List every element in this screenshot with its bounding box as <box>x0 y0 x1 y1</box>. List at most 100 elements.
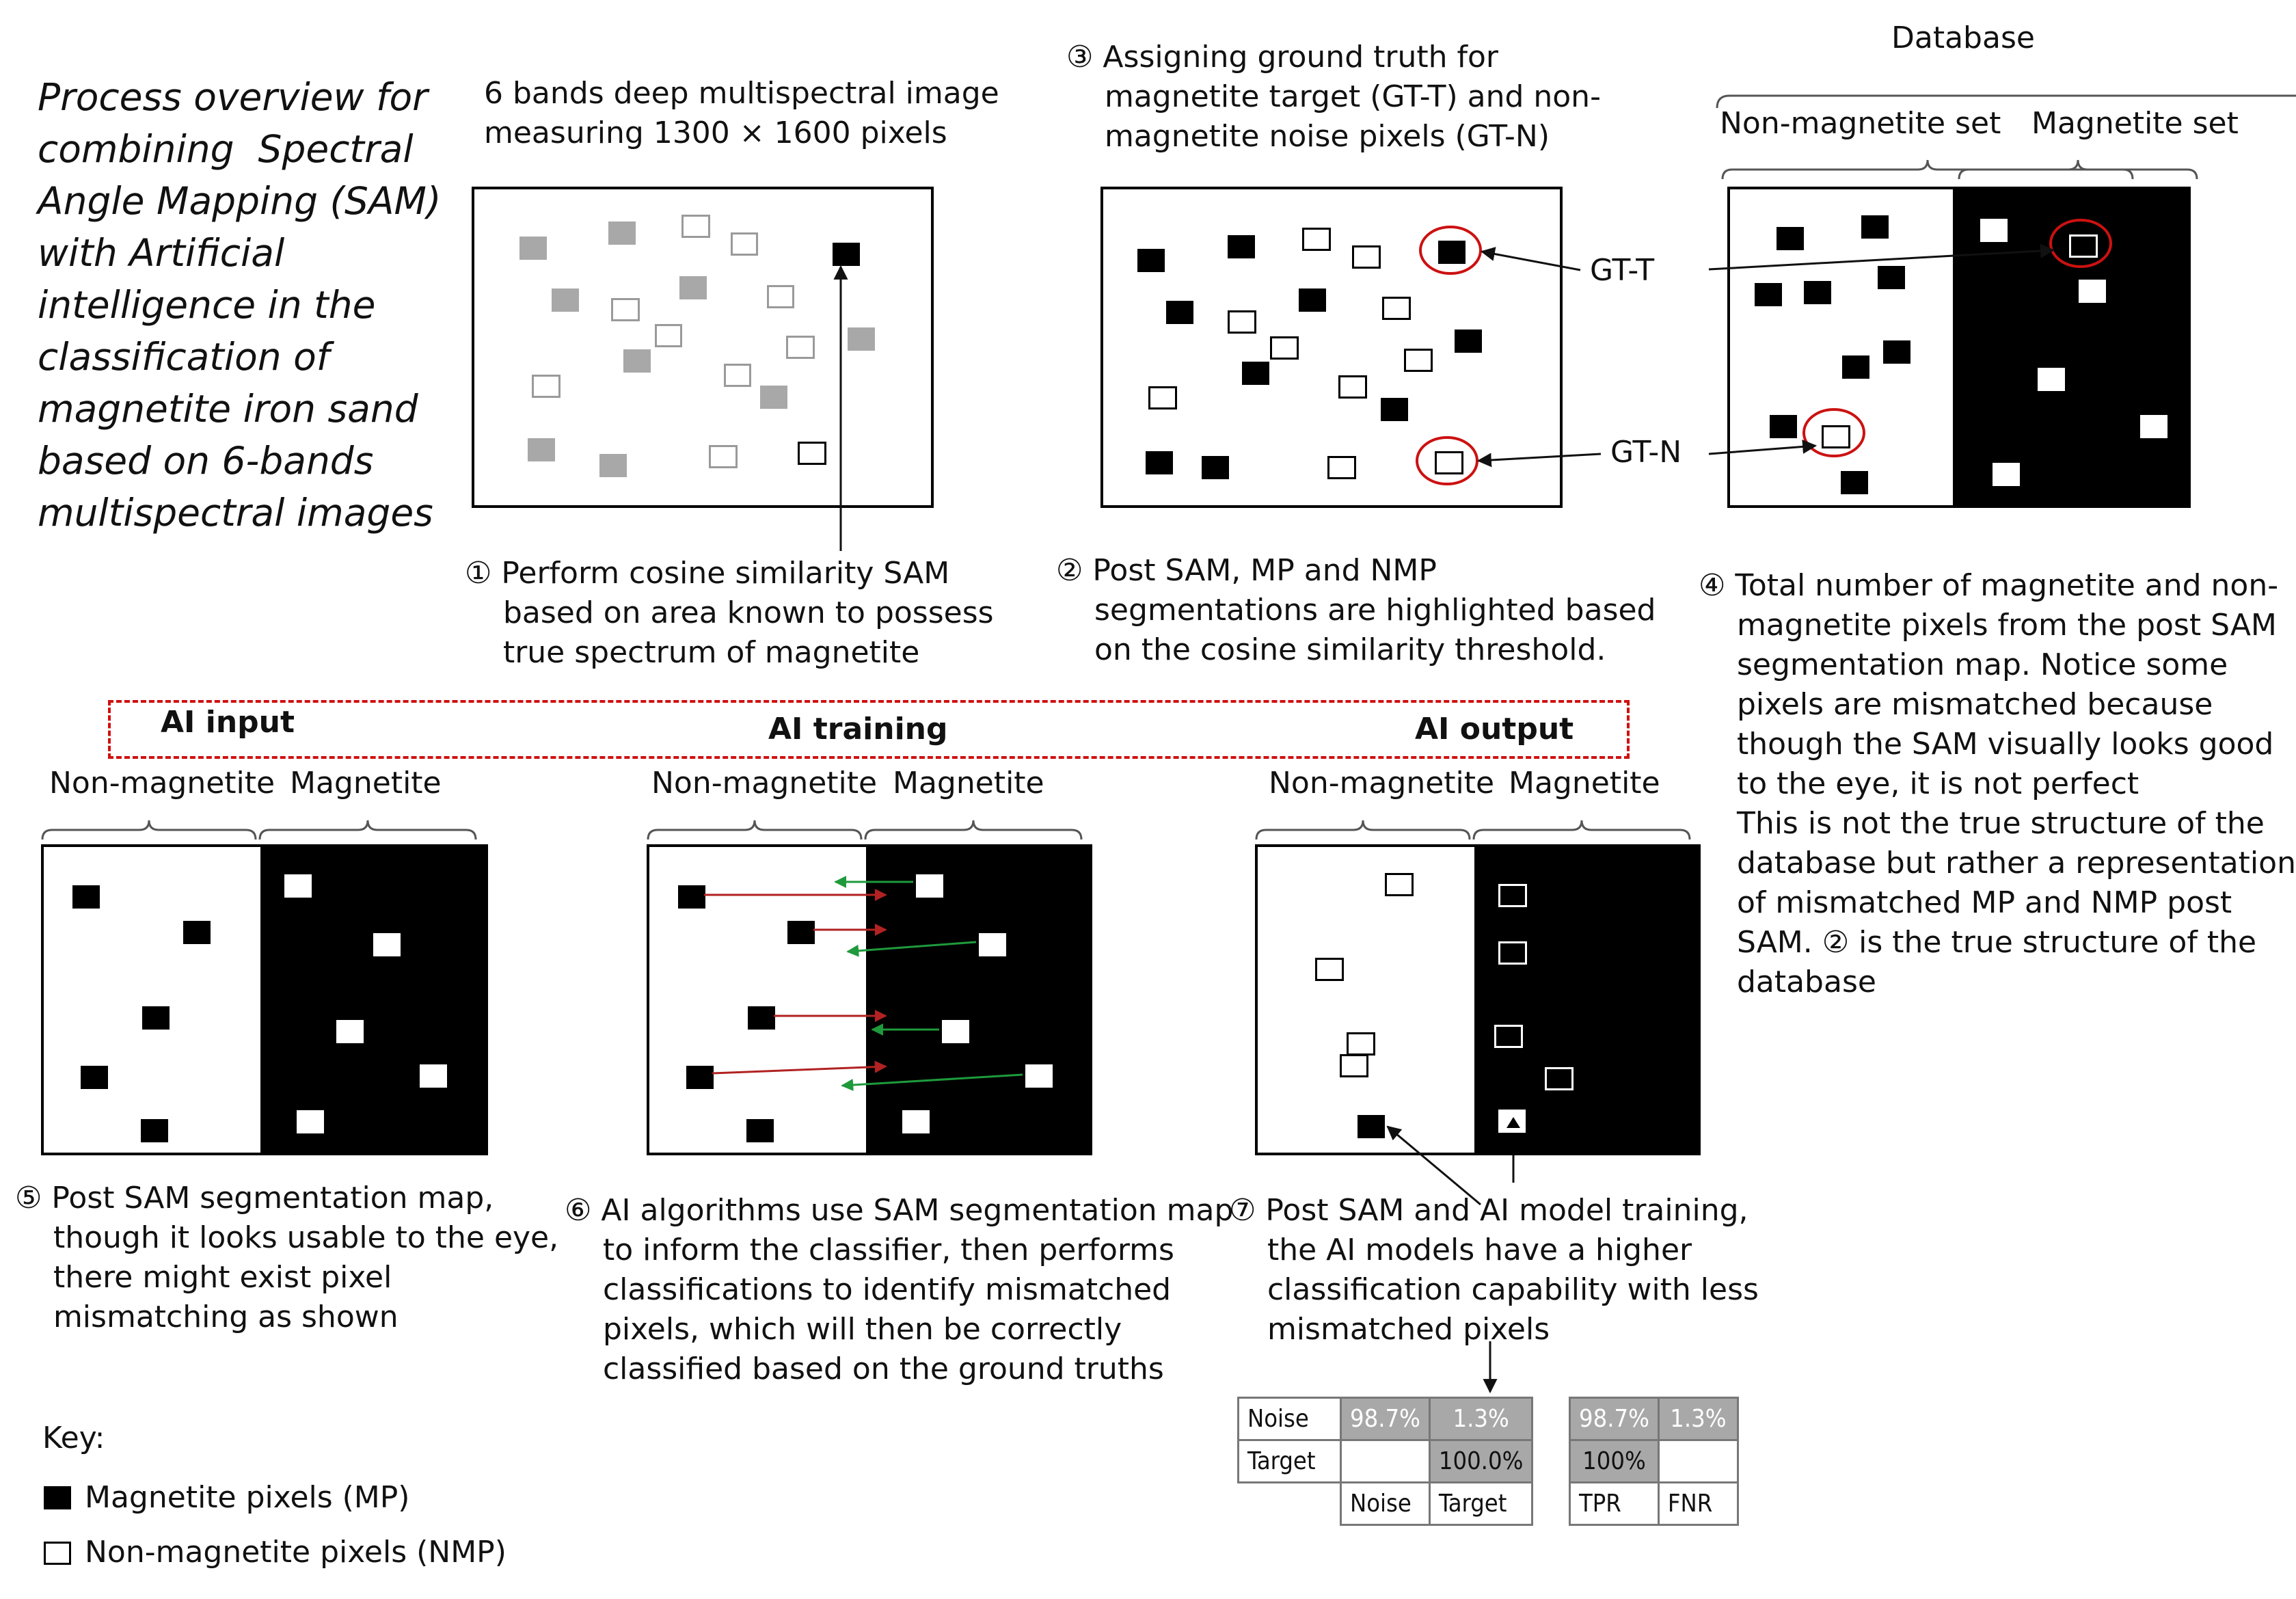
pixel <box>1146 451 1173 474</box>
pixel <box>1842 355 1869 379</box>
pixel <box>1242 362 1269 385</box>
panel5-magnetite-label: Magnetite <box>290 766 442 801</box>
pixel <box>724 364 751 387</box>
pixel <box>1404 349 1433 372</box>
row-noise-label: Noise <box>1237 1397 1342 1441</box>
pixel-mismatch <box>2069 234 2098 258</box>
pixel <box>916 874 943 898</box>
database-panel <box>1727 187 2191 508</box>
pixel <box>611 298 640 321</box>
pixel <box>1993 463 2020 486</box>
pixel <box>1545 1067 1574 1090</box>
confusion-matrix: Noise 98.7% 1.3% Target 100.0% Noise Tar… <box>1237 1397 1534 1526</box>
pixel <box>1455 330 1482 353</box>
panel3-caption: ② Post SAM, MP and NMP segmentations are… <box>1056 553 1656 667</box>
pixel <box>1385 873 1414 896</box>
pixel <box>1340 1054 1368 1077</box>
triangle-marker <box>1507 1117 1520 1128</box>
pixel-mismatch <box>1822 425 1850 448</box>
pixel-target <box>833 243 860 266</box>
magnetite-set-label: Magnetite set <box>2031 106 2239 141</box>
pixel <box>552 288 579 312</box>
db-gt-n-arrow <box>1708 439 1818 455</box>
key-mp-label: Magnetite pixels (MP) <box>85 1480 410 1515</box>
pixel <box>1148 386 1177 409</box>
gt-t-label: GT-T <box>1590 253 1655 288</box>
brace <box>41 820 257 840</box>
panel6-non-magnetite-label: Non-magnetite <box>651 766 878 801</box>
pixel <box>709 445 738 468</box>
pixel <box>1494 1025 1523 1048</box>
pixel <box>942 1020 969 1043</box>
pixel <box>519 237 547 260</box>
pixel <box>1166 301 1193 324</box>
pixel <box>297 1110 324 1133</box>
pixel <box>902 1110 930 1133</box>
pixel <box>1315 958 1344 981</box>
panel6-caption: ⑥ AI algorithms use SAM segmentation map… <box>565 1193 1234 1386</box>
pixel <box>599 454 627 477</box>
title-line: magnetite iron sand <box>38 387 418 431</box>
gt-n-arrow <box>1476 453 1602 468</box>
cell-noise-noise: 98.7% <box>1340 1397 1431 1441</box>
col-fnr-label: FNR <box>1657 1481 1739 1526</box>
ai-input-label: AI input <box>161 705 295 740</box>
pixel <box>767 285 794 308</box>
cell-target-target: 100.0% <box>1428 1439 1534 1483</box>
pixel <box>798 442 826 465</box>
panel1-label: 6 bands deep multispectral image measuri… <box>484 76 999 150</box>
pixel <box>748 1006 775 1030</box>
table-row: Target 100.0% <box>1237 1439 1534 1483</box>
pixel <box>1382 297 1411 320</box>
pixel <box>1755 283 1782 306</box>
pixel <box>1841 471 1868 494</box>
title-line: classification of <box>38 335 330 379</box>
pixel-correct-target <box>1358 1115 1385 1138</box>
pixel <box>1347 1032 1375 1056</box>
pixel <box>183 921 211 944</box>
panel5-non-magnetite-label: Non-magnetite <box>49 766 275 801</box>
pixel <box>1777 227 1804 250</box>
title-line: Angle Mapping (SAM) <box>38 179 442 223</box>
key-title: Key: <box>42 1421 105 1455</box>
pixel <box>679 276 707 299</box>
db-gt-t-arrow <box>1708 243 2055 271</box>
pixel <box>81 1066 108 1089</box>
brace <box>1958 159 2198 180</box>
pixel <box>623 349 651 373</box>
cell-target-noise <box>1340 1439 1431 1483</box>
pixel <box>848 327 875 351</box>
table-row: Noise 98.7% 1.3% <box>1237 1397 1534 1441</box>
pixel <box>731 232 758 256</box>
pixel <box>1270 336 1299 360</box>
pixel <box>1498 884 1527 907</box>
pixel <box>1025 1064 1053 1088</box>
cell-rate-2b <box>1657 1439 1739 1483</box>
pixel <box>72 885 100 909</box>
pixel <box>1498 941 1527 965</box>
brace <box>647 820 863 840</box>
pixel <box>284 874 312 898</box>
pixel-gt-target <box>1438 241 1466 264</box>
pixel <box>786 336 815 359</box>
pixel <box>1878 266 1905 289</box>
col-noise-label: Noise <box>1340 1481 1431 1526</box>
panel7-non-magnetite-label: Non-magnetite <box>1269 766 1495 801</box>
non-magnetite-set-label: Non-magnetite set <box>1720 106 2001 141</box>
row-target-label: Target <box>1237 1439 1342 1483</box>
pixel <box>1338 375 1367 399</box>
output-target-arrow <box>1386 1125 1481 1206</box>
red-arrow <box>712 1060 887 1075</box>
database-caption: ④ Total number of magnetite and non- mag… <box>1699 568 2296 999</box>
ai-training-panel <box>647 844 1092 1155</box>
pixel <box>760 386 787 409</box>
pixel <box>142 1006 170 1030</box>
pixel <box>373 933 401 956</box>
table-row: 98.7% 1.3% <box>1569 1397 1739 1441</box>
cell-rate-1b: 1.3% <box>1657 1397 1739 1441</box>
pixel <box>141 1119 168 1142</box>
col-target-label: Target <box>1428 1481 1534 1526</box>
gt-n-circle <box>1416 436 1478 485</box>
segmentation-map-panel <box>41 844 488 1155</box>
pixel <box>678 885 705 909</box>
